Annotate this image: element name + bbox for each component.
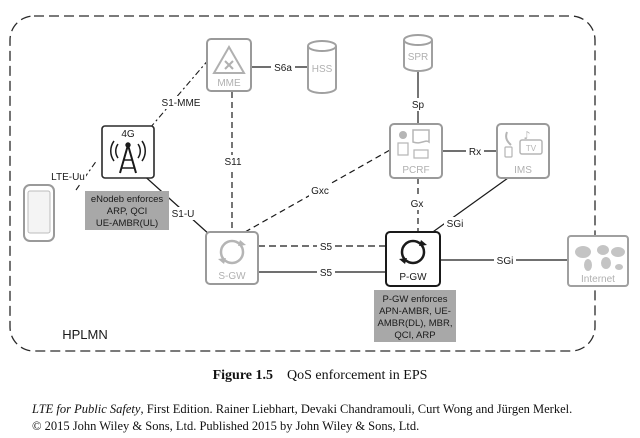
credit-line-2: © 2015 John Wiley & Sons, Ltd. Published… bbox=[32, 419, 420, 433]
hplmn-label: HPLMN bbox=[62, 327, 108, 342]
rx-label: Rx bbox=[469, 147, 481, 158]
s11-label: S11 bbox=[224, 157, 241, 168]
mme-node: MME bbox=[206, 38, 252, 92]
s1u-link bbox=[139, 171, 211, 236]
internet-label: Internet bbox=[581, 274, 615, 285]
mme-triangle-icon bbox=[212, 44, 246, 74]
world-map-icon bbox=[575, 245, 625, 271]
pgw-enforcement-note: P-GW enforces APN-AMBR, UE- AMBR(DL), MB… bbox=[374, 290, 456, 342]
figure-caption: Figure 1.5 QoS enforcement in EPS bbox=[0, 368, 640, 384]
phone-icon bbox=[505, 131, 512, 146]
s1mme-link bbox=[149, 43, 223, 129]
pgw-note-line-4: QCI, ARP bbox=[394, 330, 435, 341]
credit-authors: , First Edition. Rainer Liebhart, Devaki… bbox=[140, 402, 573, 416]
book-title: LTE for Public Safety bbox=[32, 402, 141, 416]
hplmn-boundary bbox=[9, 15, 596, 352]
tv-icon bbox=[519, 139, 543, 155]
sgi-ims-label: SGi bbox=[447, 219, 464, 230]
enodeb-4g-badge: 4G bbox=[121, 129, 135, 140]
s5-bottom-label: S5 bbox=[320, 268, 333, 279]
s5-top-label: S5 bbox=[320, 242, 333, 253]
sgw-label: S-GW bbox=[218, 271, 246, 282]
pcrf-label: PCRF bbox=[402, 165, 429, 176]
sp-label: Sp bbox=[412, 100, 425, 111]
pcrf-node: PCRF bbox=[389, 123, 443, 179]
pgw-note-line-1: P-GW enforces bbox=[383, 294, 448, 305]
enodeb-note-line-2: ARP, QCI bbox=[107, 206, 147, 217]
spr-label: SPR bbox=[408, 52, 429, 63]
gx-label: Gx bbox=[411, 199, 424, 210]
eps-qos-diagram: S6a S1-MME Sp S11 Rx LTE-Uu Gxc S1-U Gx … bbox=[9, 15, 629, 352]
lteuu-link bbox=[75, 159, 98, 191]
pgw-node: P-GW bbox=[385, 231, 441, 287]
sgi-ims-link bbox=[429, 177, 509, 235]
ims-label: IMS bbox=[514, 165, 532, 176]
credit-line-1: LTE for Public Safety, First Edition. Ra… bbox=[32, 401, 632, 418]
antenna-tower-icon bbox=[110, 140, 146, 174]
spr-database-icon: SPR bbox=[403, 34, 433, 72]
enodeb-node: 4G bbox=[101, 125, 155, 179]
pgw-label: P-GW bbox=[399, 272, 427, 283]
sgw-node: S-GW bbox=[205, 231, 259, 285]
music-note-icon: ♪ bbox=[523, 129, 530, 142]
pgw-note-line-3: AMBR(DL), MBR, bbox=[378, 318, 453, 329]
figure-number: Figure 1.5 bbox=[212, 368, 274, 383]
pcrf-policy-icon bbox=[399, 131, 407, 139]
enodeb-note-line-1: eNodeb enforces bbox=[91, 194, 164, 205]
svg-text:TV: TV bbox=[526, 144, 537, 153]
sgi-internet-label: SGi bbox=[497, 256, 514, 267]
ue-phone-icon bbox=[23, 184, 55, 242]
pgw-routing-icon bbox=[400, 239, 426, 265]
pgw-note-line-2: APN-AMBR, UE- bbox=[379, 306, 451, 317]
enodeb-enforcement-note: eNodeb enforces ARP, QCI UE-AMBR(UL) bbox=[85, 191, 169, 230]
s1u-label: S1-U bbox=[172, 209, 195, 220]
s6a-label: S6a bbox=[274, 63, 292, 74]
lteuu-label: LTE-Uu bbox=[51, 172, 85, 183]
sgw-routing-icon bbox=[219, 239, 245, 265]
internet-node: Internet bbox=[567, 235, 629, 287]
gxc-label: Gxc bbox=[311, 186, 329, 197]
hss-database-icon: HSS bbox=[307, 40, 337, 94]
figure-title: QoS enforcement in EPS bbox=[287, 368, 428, 383]
mme-label: MME bbox=[217, 78, 241, 89]
s1mme-label: S1-MME bbox=[162, 98, 201, 109]
enodeb-note-line-3: UE-AMBR(UL) bbox=[96, 218, 158, 229]
pcrf-document-icon bbox=[412, 129, 430, 144]
ims-node: ♪ TV IMS bbox=[496, 123, 550, 179]
hss-label: HSS bbox=[312, 64, 333, 75]
